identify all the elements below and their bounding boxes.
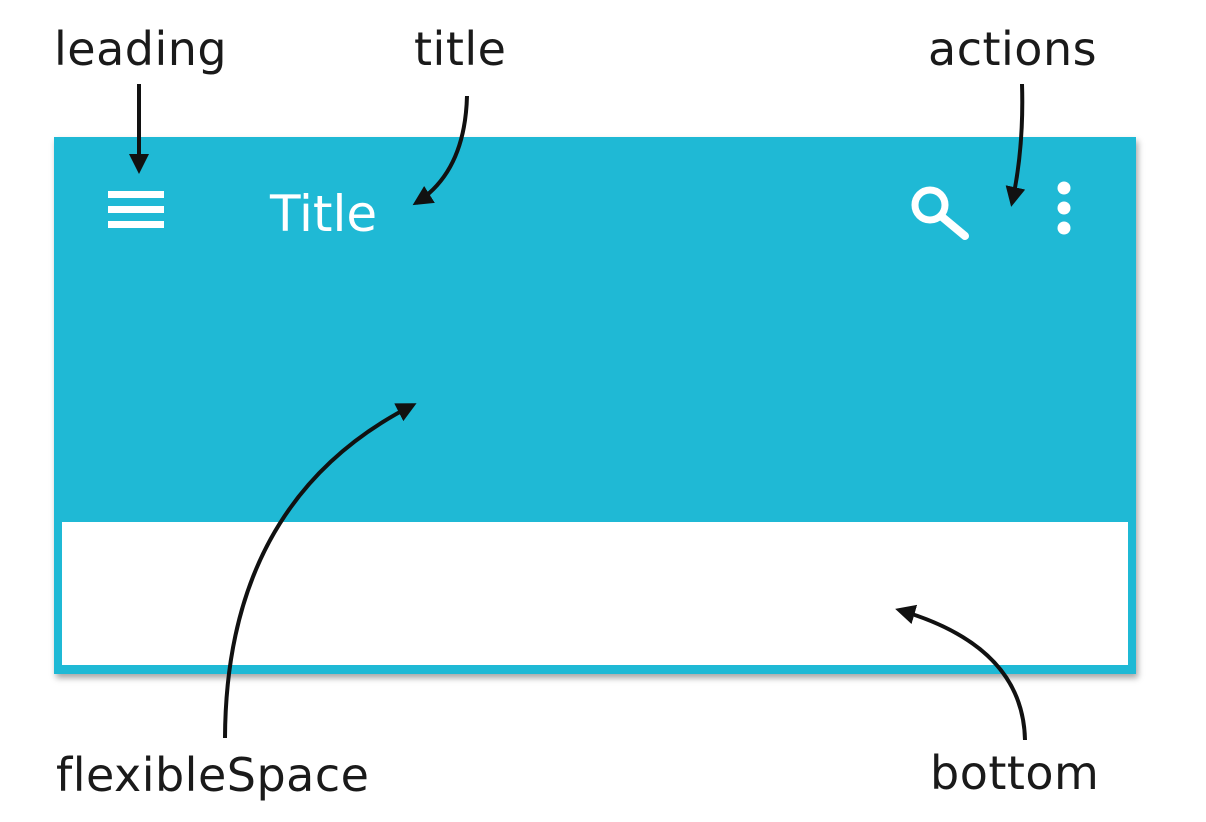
search-icon[interactable] xyxy=(908,185,972,241)
actions-label: actions xyxy=(928,22,1098,76)
leading-label: leading xyxy=(54,22,228,76)
app-bar-title: Title xyxy=(270,185,378,243)
more-vert-icon[interactable] xyxy=(1052,181,1076,237)
bottom-label: bottom xyxy=(930,746,1100,800)
app-bar: Title xyxy=(54,137,1136,674)
title-label: title xyxy=(414,22,507,76)
flexible-space-label: flexibleSpace xyxy=(56,748,370,802)
bottom-panel xyxy=(62,522,1128,665)
menu-icon[interactable] xyxy=(108,191,164,229)
